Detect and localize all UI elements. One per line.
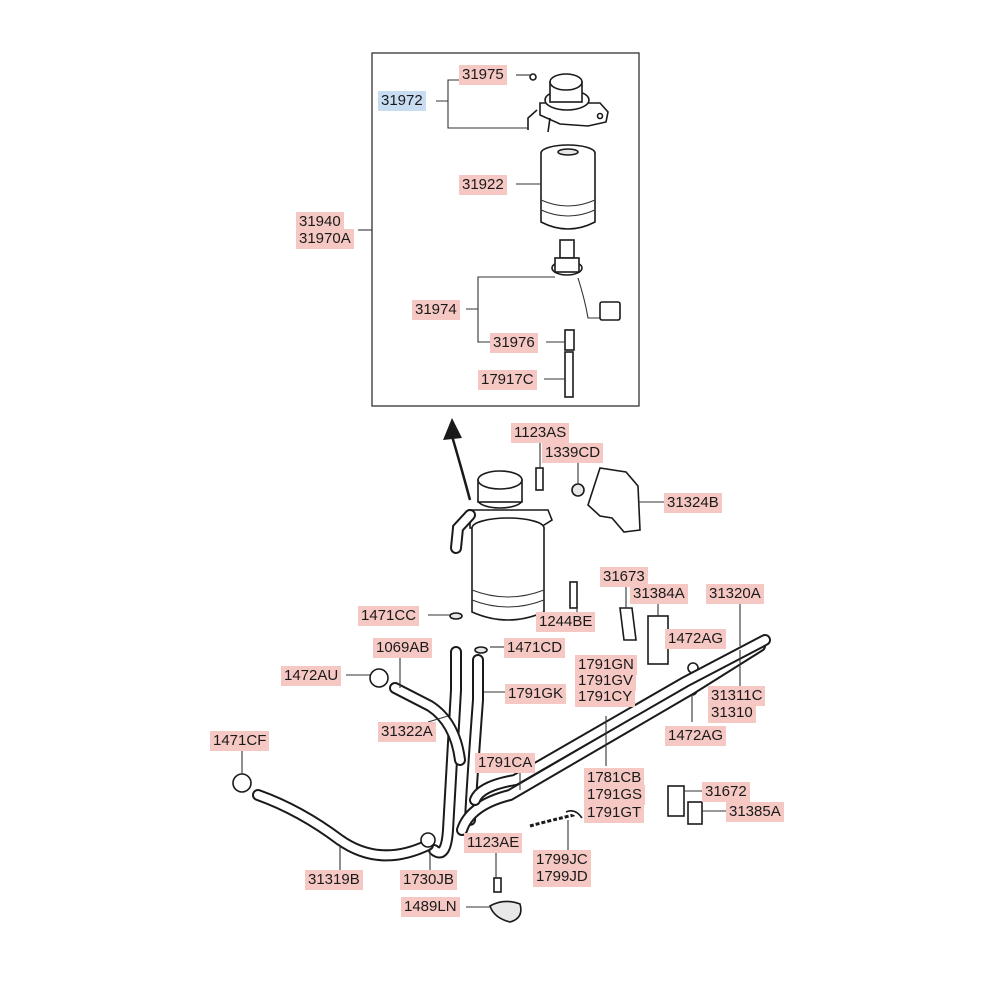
- label-1069AB[interactable]: 1069AB: [373, 638, 433, 658]
- clamp-1471CF[interactable]: [232, 773, 252, 793]
- water-sensor-part[interactable]: [551, 239, 621, 321]
- washer-1471CD[interactable]: [474, 646, 488, 654]
- filter-head-part[interactable]: [527, 73, 609, 133]
- label-1471CF[interactable]: 1471CF: [210, 731, 270, 751]
- label-31324B[interactable]: 31324B: [664, 493, 722, 513]
- label-1799JC[interactable]: 1799JC: [533, 850, 591, 870]
- clamp-1472AU[interactable]: [369, 668, 389, 688]
- label-17917C[interactable]: 17917C: [478, 370, 537, 390]
- bracket-31324B[interactable]: [587, 467, 641, 533]
- label-31320A[interactable]: 31320A: [706, 584, 764, 604]
- drain-plug-part[interactable]: [564, 329, 575, 351]
- wire-1799JC[interactable]: [529, 812, 579, 828]
- label-31974[interactable]: 31974: [412, 300, 460, 320]
- screw-31975[interactable]: [529, 73, 537, 81]
- filter-cartridge-part[interactable]: [540, 144, 596, 230]
- label-31970A[interactable]: 31970A: [296, 229, 354, 249]
- label-1799JD[interactable]: 1799JD: [533, 867, 591, 887]
- label-31385A[interactable]: 31385A: [726, 802, 784, 822]
- bolt-1123AS[interactable]: [535, 467, 544, 491]
- label-31972[interactable]: 31972: [378, 91, 426, 111]
- label-31322A[interactable]: 31322A: [378, 722, 436, 742]
- label-31940[interactable]: 31940: [296, 212, 344, 232]
- label-31672[interactable]: 31672: [702, 782, 750, 802]
- bolt-1244BE[interactable]: [569, 581, 578, 609]
- leader-lines: [241, 74, 741, 908]
- label-1472AG-lower[interactable]: 1472AG: [665, 726, 727, 746]
- bolt-1123AE[interactable]: [493, 877, 502, 893]
- label-1791GS[interactable]: 1791GS: [584, 785, 646, 805]
- label-1781CB[interactable]: 1781CB: [584, 768, 645, 788]
- label-1791CA[interactable]: 1791CA: [475, 753, 536, 773]
- clip-31672[interactable]: [667, 785, 685, 817]
- fuel-hoses: [252, 634, 771, 862]
- label-1471CC[interactable]: 1471CC: [358, 606, 420, 626]
- clip-1489LN[interactable]: [489, 900, 522, 923]
- clip-31673[interactable]: [619, 607, 637, 641]
- clamp-1730JB[interactable]: [420, 832, 436, 848]
- label-1471CD[interactable]: 1471CD: [504, 638, 566, 658]
- label-31319B[interactable]: 31319B: [305, 870, 363, 890]
- label-31384A[interactable]: 31384A: [630, 584, 688, 604]
- label-31976[interactable]: 31976: [490, 333, 538, 353]
- drain-tube-part[interactable]: [564, 351, 574, 398]
- detail-arrow: [450, 435, 472, 501]
- label-1123AE[interactable]: 1123AE: [464, 833, 523, 853]
- label-1791CY[interactable]: 1791CY: [575, 687, 636, 707]
- label-1791GT[interactable]: 1791GT: [584, 803, 645, 823]
- label-1339CD[interactable]: 1339CD: [542, 443, 604, 463]
- main-filter-assembly[interactable]: [450, 470, 553, 621]
- label-31310[interactable]: 31310: [708, 703, 756, 723]
- clamp-31385A[interactable]: [687, 801, 703, 825]
- label-31311C[interactable]: 31311C: [708, 686, 766, 706]
- nut-1339CD[interactable]: [571, 483, 585, 497]
- label-31922[interactable]: 31922: [459, 175, 507, 195]
- label-1791GK[interactable]: 1791GK: [505, 684, 567, 704]
- label-31673[interactable]: 31673: [600, 567, 648, 587]
- label-1123AS[interactable]: 1123AS: [511, 423, 570, 443]
- label-31975[interactable]: 31975: [459, 65, 507, 85]
- label-1472AU[interactable]: 1472AU: [281, 666, 342, 686]
- label-1791GV[interactable]: 1791GV: [575, 671, 637, 691]
- label-1730JB[interactable]: 1730JB: [400, 870, 457, 890]
- label-1472AG-upper[interactable]: 1472AG: [665, 629, 727, 649]
- label-1489LN[interactable]: 1489LN: [401, 897, 460, 917]
- label-1791GN[interactable]: 1791GN: [575, 655, 637, 675]
- label-1244BE[interactable]: 1244BE: [536, 612, 596, 632]
- washer-1471CC[interactable]: [449, 612, 463, 620]
